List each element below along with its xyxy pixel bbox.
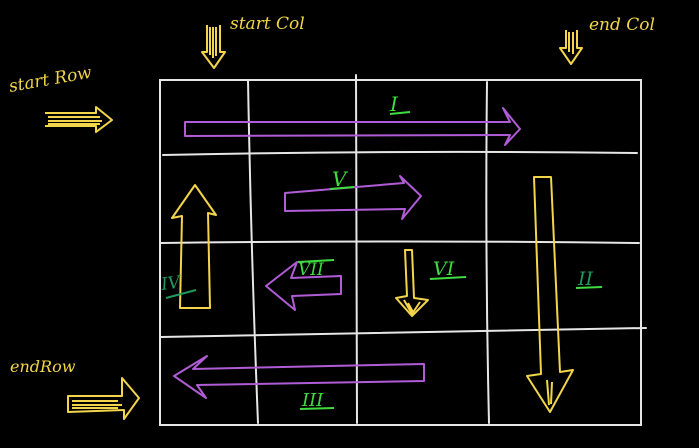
matrix-grid xyxy=(159,74,647,426)
start-col-label: start Col xyxy=(230,14,305,34)
numeral-vi: VI xyxy=(433,258,455,280)
start-col-arrow xyxy=(201,25,226,69)
grid-col-line-2 xyxy=(355,74,358,424)
arrow-v-right xyxy=(284,175,422,220)
start-row-arrow xyxy=(45,106,113,133)
end-col-label: end Col xyxy=(589,15,655,35)
numeral-underlines xyxy=(165,111,603,410)
arrow-ii-down xyxy=(526,176,574,413)
end-row-label: endRow xyxy=(10,357,76,376)
arrow-iii-left xyxy=(173,355,425,399)
grid-row-line-1 xyxy=(162,150,638,156)
grid-row-line-3 xyxy=(160,327,647,338)
arrow-vii-left xyxy=(265,261,342,311)
numeral-iv: IV xyxy=(159,272,183,295)
grid-col-line-3 xyxy=(485,81,490,424)
numeral-vii: VII xyxy=(298,260,324,280)
numeral-iii: III xyxy=(301,390,324,411)
end-row-arrow xyxy=(67,377,140,420)
grid-outer-border xyxy=(159,79,642,426)
numeral-v: V xyxy=(332,167,349,191)
numeral-i: I xyxy=(389,92,399,116)
start-row-label: start Row xyxy=(7,63,93,97)
arrow-i-right xyxy=(184,107,521,146)
grid-col-line-1 xyxy=(247,79,259,424)
numeral-ii: II xyxy=(577,268,594,290)
end-col-arrow xyxy=(559,30,583,65)
grid-row-line-2 xyxy=(160,240,640,244)
arrow-iv-up xyxy=(171,184,217,309)
arrow-vi-down xyxy=(395,249,429,317)
